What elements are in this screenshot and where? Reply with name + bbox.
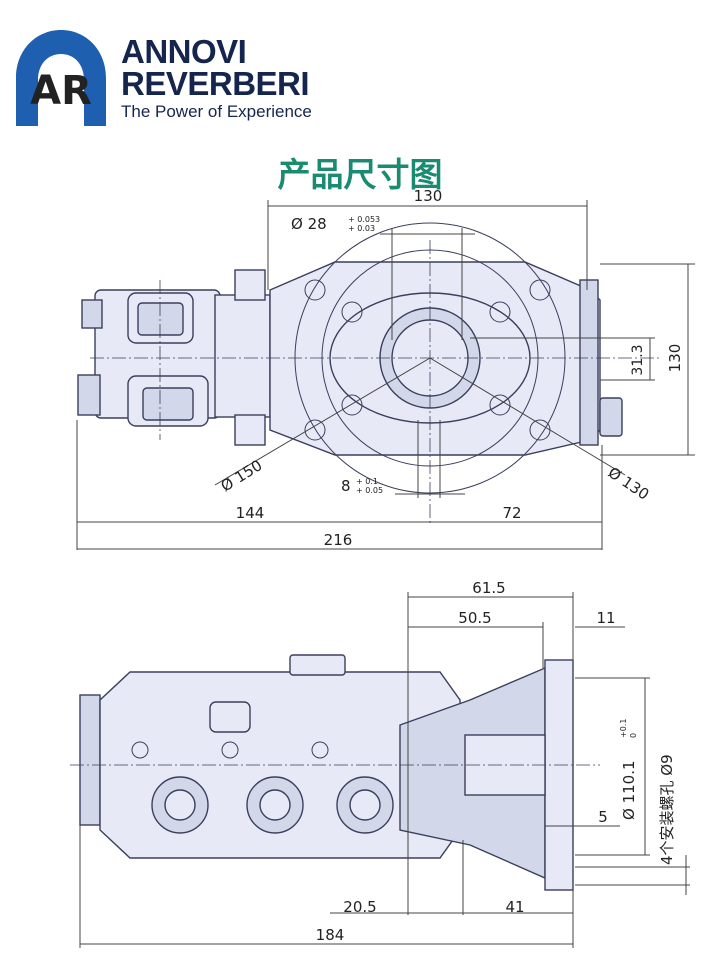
dim-shaft-tol-lower: + 0.03 <box>348 224 375 233</box>
dim-184: 184 <box>316 926 345 944</box>
dim-key-width: 8 <box>341 477 351 495</box>
brand-logo: AR <box>14 28 108 132</box>
dim-50-5: 50.5 <box>458 609 491 627</box>
dim-130-height: 130 <box>666 344 684 373</box>
dim-key-tol-upper: + 0.1 <box>356 477 378 486</box>
mounting-holes-note: 4个安装螺孔 Ø9 <box>658 754 676 865</box>
dim-pilot-tol-lower: 0 <box>629 733 638 738</box>
dim-pilot-diameter: Ø 110.1 <box>620 760 638 820</box>
dim-130-width: 130 <box>414 187 443 205</box>
dim-20-5: 20.5 <box>343 898 376 916</box>
dim-shaft-tol-upper: + 0.053 <box>348 215 380 224</box>
logo-letters: AR <box>30 68 92 114</box>
dim-11: 11 <box>596 609 615 627</box>
dim-61-5: 61.5 <box>472 579 505 597</box>
dim-pilot-tol-upper: +0.1 <box>619 719 628 738</box>
dim-144: 144 <box>236 504 265 522</box>
brand-name-line1: ANNOVI <box>121 33 247 70</box>
dim-shaft-diameter: Ø 28 <box>291 215 327 233</box>
dim-key-tol-lower: + 0.05 <box>356 486 383 495</box>
top-view-drawing: 130 Ø 28 + 0.053 + 0.03 130 31.3 Ø 150 Ø… <box>76 187 695 550</box>
dim-31-3: 31.3 <box>630 344 646 375</box>
page-title: 产品尺寸图 <box>277 155 443 194</box>
dim-216: 216 <box>324 531 353 549</box>
pump-manifold <box>77 269 271 446</box>
brand-name-line2: REVERBERI <box>121 65 310 102</box>
adapter-flange <box>399 659 574 891</box>
dim-flange-150: Ø 150 <box>218 456 266 495</box>
ar-logo-icon: AR <box>16 30 106 126</box>
brand-tagline: The Power of Experience <box>121 102 312 121</box>
dim-flange-130: Ø 130 <box>605 463 653 503</box>
dim-72: 72 <box>502 504 521 522</box>
dim-41: 41 <box>505 898 524 916</box>
side-view-drawing: 61.5 50.5 11 Ø 110.1 +0.1 0 4个安装螺孔 Ø9 5 … <box>70 579 690 948</box>
dim-5: 5 <box>598 808 608 826</box>
